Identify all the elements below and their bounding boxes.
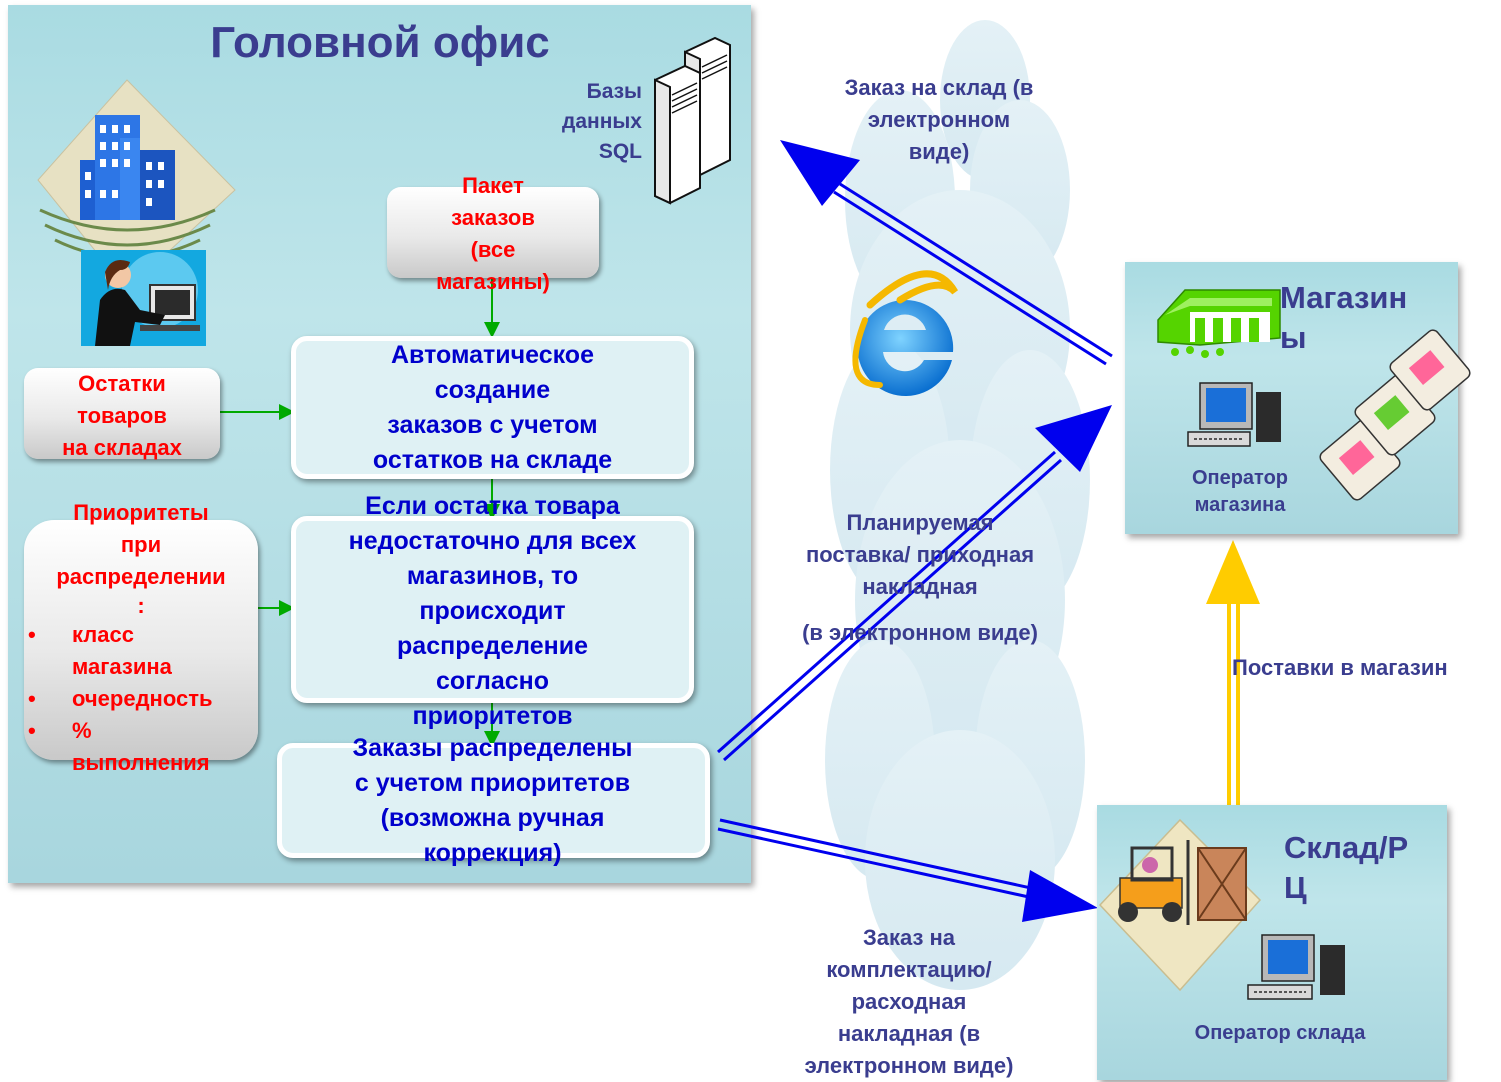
- orders-packet-line: Пакет: [462, 173, 524, 198]
- databases-label-line: данных: [562, 110, 642, 133]
- priorities-heading-line: :: [137, 593, 145, 618]
- distributed-orders-line: Заказы распределены: [352, 734, 633, 762]
- priorities-heading-line: Приоритеты: [73, 500, 209, 525]
- distributed-orders-box: [277, 743, 710, 858]
- priority-item-line: класс: [72, 622, 134, 647]
- shop-deliveries-label: Поставки в магазин: [1232, 655, 1448, 680]
- auto-order-line: Автоматическое: [391, 341, 594, 369]
- priorities-heading-line: распределении: [56, 564, 226, 589]
- databases-label-line: Базы: [586, 80, 642, 103]
- shops-title: Магазин ы: [1280, 278, 1450, 358]
- planned-supply-line: поставка/ приходная: [805, 542, 1035, 567]
- distribution-line: распределение: [397, 632, 588, 660]
- priority-item: очередность: [24, 683, 258, 715]
- shops-title-line: Магазин: [1280, 280, 1408, 315]
- distribution-box: [291, 516, 694, 703]
- distribution-line: магазинов, то: [406, 562, 579, 590]
- auto-order-line: остатков на складе: [372, 446, 613, 474]
- priority-item-line: магазина: [72, 654, 172, 679]
- distributed-orders-line: (возможна ручная: [380, 804, 605, 832]
- picking-order-line: Заказ на: [862, 925, 956, 950]
- distributed-orders-line: коррекция): [423, 839, 562, 867]
- priorities-heading-line: при: [120, 532, 162, 557]
- priorities-text: Приоритеты при распределении : класс маг…: [24, 497, 258, 779]
- orders-packet-line: заказов: [451, 205, 535, 230]
- shops-title-line: ы: [1280, 320, 1307, 355]
- distribution-text: Если остатка товара недостаточно для все…: [295, 489, 690, 734]
- warehouse-operator-label: Оператор склада: [1194, 1022, 1366, 1044]
- priority-item-line: %: [72, 718, 92, 743]
- picking-order-line: накладная (в: [837, 1021, 981, 1046]
- shop-operator-line: магазина: [1194, 494, 1286, 516]
- warehouse-stock-line: на складах: [62, 435, 182, 460]
- distribution-line: согласно: [435, 667, 550, 695]
- warehouse-stock-text: Остатки товаров на складах: [34, 368, 210, 464]
- distributed-orders-line: с учетом приоритетов: [354, 769, 631, 797]
- auto-order-line: заказов с учетом: [387, 411, 598, 439]
- picking-order-line: комплектацию/: [826, 957, 992, 982]
- shop-operator-line: Оператор: [1191, 467, 1289, 489]
- orders-packet-text: Пакет заказов (все магазины): [407, 170, 579, 298]
- auto-order-creation-text: Автоматическое создание заказов с учетом…: [295, 338, 690, 478]
- order-to-warehouse-label: Заказ на склад (в электронном виде): [800, 72, 1078, 168]
- planned-supply-line: Планируемая: [846, 510, 994, 535]
- warehouse-stock-line: товаров: [77, 403, 167, 428]
- warehouse-stock-box: [24, 368, 220, 459]
- warehouse-title-line: Склад/Р: [1284, 830, 1409, 865]
- distribution-line: Если остатка товара: [365, 492, 620, 520]
- priority-item-line: очередность: [72, 686, 213, 711]
- priorities-list: класс магазина очередность % выполнения: [24, 619, 258, 779]
- warehouse-title-line: Ц: [1284, 870, 1307, 905]
- databases-label: Базы данных SQL: [520, 77, 642, 167]
- auto-order-line: создание: [434, 376, 551, 404]
- planned-supply-note: (в электронном виде): [802, 620, 1038, 645]
- planned-supply-line: накладная: [862, 574, 978, 599]
- priority-item-line: выполнения: [72, 750, 210, 775]
- distribution-line: недостаточно для всех: [348, 527, 637, 555]
- picking-order-line: расходная: [851, 989, 967, 1014]
- orders-packet-line: магазины): [436, 269, 550, 294]
- head-office-title: Головной офис: [210, 18, 550, 67]
- shop-operator-label: Оператор магазина: [1165, 465, 1315, 519]
- order-to-warehouse-line: электронном: [867, 107, 1011, 132]
- warehouse-stock-line: Остатки: [78, 371, 166, 396]
- orders-packet-box: [387, 187, 599, 278]
- priority-item: % выполнения: [24, 715, 258, 779]
- databases-label-line: SQL: [598, 140, 642, 163]
- priority-item: класс магазина: [24, 619, 258, 683]
- warehouse-title: Склад/Р Ц: [1284, 828, 1434, 908]
- planned-supply-label: Планируемая поставка/ приходная накладна…: [770, 507, 1070, 603]
- distribution-line: приоритетов: [412, 702, 573, 730]
- distributed-orders-text: Заказы распределены с учетом приоритетов…: [280, 731, 705, 871]
- picking-order-label: Заказ на комплектацию/ расходная накладн…: [770, 922, 1048, 1082]
- order-to-warehouse-line: виде): [908, 139, 970, 164]
- auto-order-creation-box: [291, 336, 694, 479]
- distribution-line: происходит: [419, 597, 566, 625]
- order-to-warehouse-line: Заказ на склад (в: [844, 75, 1034, 100]
- orders-packet-line: (все: [470, 237, 516, 262]
- picking-order-line: электронном виде): [804, 1053, 1014, 1078]
